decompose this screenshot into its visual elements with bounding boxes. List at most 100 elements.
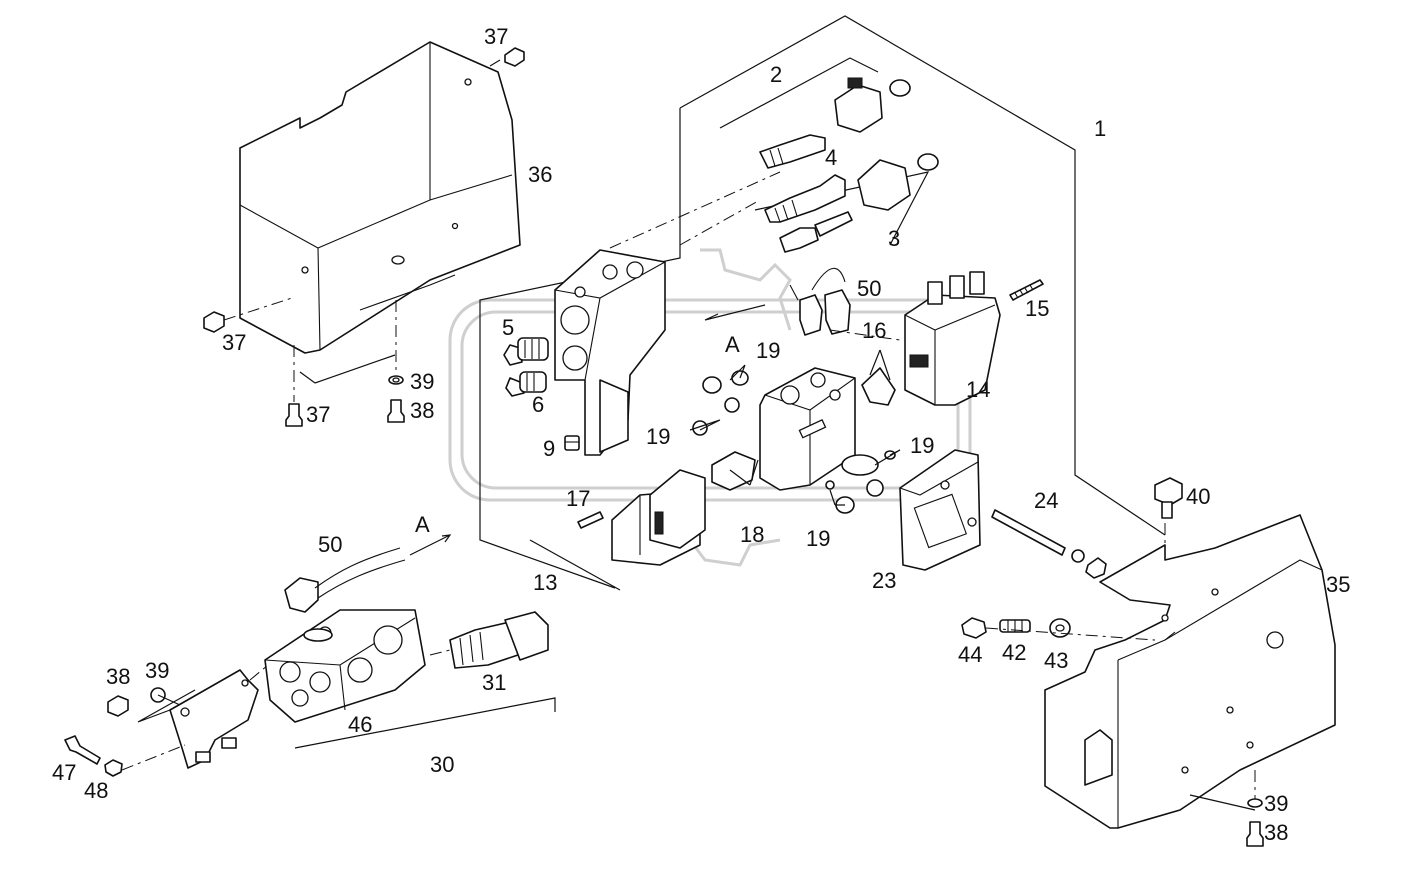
nut-44 [961, 617, 987, 639]
callout: 19 [646, 424, 670, 449]
connector-18 [649, 451, 756, 549]
callout-labels: 1 2 3 4 5 6 9 13 14 15 16 17 18 19 19 19… [52, 24, 1350, 845]
bolt-38-left [387, 399, 405, 423]
callout: 39 [1264, 791, 1288, 816]
callout: 16 [862, 318, 886, 343]
valve-manifold [554, 249, 666, 456]
callout: 17 [566, 486, 590, 511]
fitting-50-upper [789, 267, 851, 336]
cartridge-valve-upper [759, 77, 911, 169]
stud-24 [991, 509, 1107, 579]
callout: 2 [770, 62, 782, 87]
callout: 38 [410, 398, 434, 423]
bolt-37-left [203, 297, 293, 333]
callout: 14 [966, 377, 990, 402]
leader [869, 349, 891, 381]
watermark-logo [448, 248, 972, 567]
washer-43 [1049, 618, 1071, 638]
callout: 3 [888, 226, 900, 251]
bracket-30 [294, 697, 556, 749]
callout: 46 [348, 712, 372, 737]
axis-line [429, 649, 451, 656]
bolt-47 [64, 735, 101, 765]
callout: 38 [106, 664, 130, 689]
callout: 36 [528, 162, 552, 187]
valve-31 [449, 611, 549, 669]
callout: 15 [1025, 296, 1049, 321]
callout: 4 [825, 145, 837, 170]
seal-16 [861, 367, 896, 406]
bolt-42 [999, 619, 1031, 633]
callout: 39 [410, 369, 434, 394]
view-marker: A [725, 332, 740, 357]
leader [829, 489, 845, 506]
callout: 35 [1326, 572, 1350, 597]
plug-6 [505, 371, 547, 397]
callout: 30 [430, 752, 454, 777]
callout: 19 [910, 433, 934, 458]
callout: 19 [806, 526, 830, 551]
leader [689, 419, 721, 431]
bolt-37-top [489, 47, 525, 67]
callout: 42 [1002, 640, 1026, 665]
callout: 37 [484, 24, 508, 49]
bolt-38-lower [107, 695, 129, 717]
bolt-15 [1009, 279, 1044, 301]
callout: 9 [543, 436, 555, 461]
axis-line [985, 627, 1156, 641]
callout: 37 [306, 402, 330, 427]
callout: 38 [1264, 820, 1288, 845]
callout: 5 [502, 315, 514, 340]
plug-5 [503, 337, 549, 366]
callout: 6 [532, 392, 544, 417]
leader [729, 459, 759, 486]
callout: 48 [84, 778, 108, 803]
electrical-module-14 [904, 271, 1001, 406]
o-rings-19 [692, 370, 896, 514]
callout: 44 [958, 642, 982, 667]
callout: 50 [318, 532, 342, 557]
washer-39-left [388, 375, 404, 385]
axis-line [829, 329, 901, 341]
callout: 50 [857, 276, 881, 301]
bracket-2 [719, 57, 879, 129]
plate-23 [899, 449, 981, 571]
callout: 39 [145, 658, 169, 683]
bracket-47 [169, 669, 259, 769]
callout: 1 [1094, 116, 1106, 141]
washer-39-right [1247, 798, 1263, 808]
assembly-bracket-1 [479, 15, 1166, 589]
view-arrow-a [704, 304, 766, 321]
leader [1189, 794, 1256, 811]
cover-36 [239, 41, 521, 354]
callout: 47 [52, 760, 76, 785]
callout: 23 [872, 568, 896, 593]
bolt-38-right [1246, 821, 1264, 847]
callout: 18 [740, 522, 764, 547]
axis-line [679, 199, 761, 246]
valve-block-center [759, 367, 856, 491]
view-marker: A [415, 512, 430, 537]
callout: 13 [533, 570, 557, 595]
axis-line [609, 171, 781, 249]
fitting-50-lower [284, 547, 406, 642]
axis-line [249, 664, 269, 681]
bolt-37-bottom [285, 403, 303, 427]
block-46 [264, 609, 426, 723]
view-arrow-a-lower [409, 534, 452, 556]
callout: 37 [222, 330, 246, 355]
callout: 31 [482, 670, 506, 695]
cartridge-valve-4 [764, 153, 939, 253]
plug-9 [564, 435, 580, 451]
bolt-17 [577, 511, 604, 529]
cover-35 [1044, 514, 1336, 829]
leader [729, 364, 746, 381]
callout: 43 [1044, 648, 1068, 673]
callout: 19 [756, 338, 780, 363]
callout: 24 [1034, 488, 1058, 513]
axis-line [121, 744, 186, 771]
leader [874, 449, 901, 466]
callout: 40 [1186, 484, 1210, 509]
